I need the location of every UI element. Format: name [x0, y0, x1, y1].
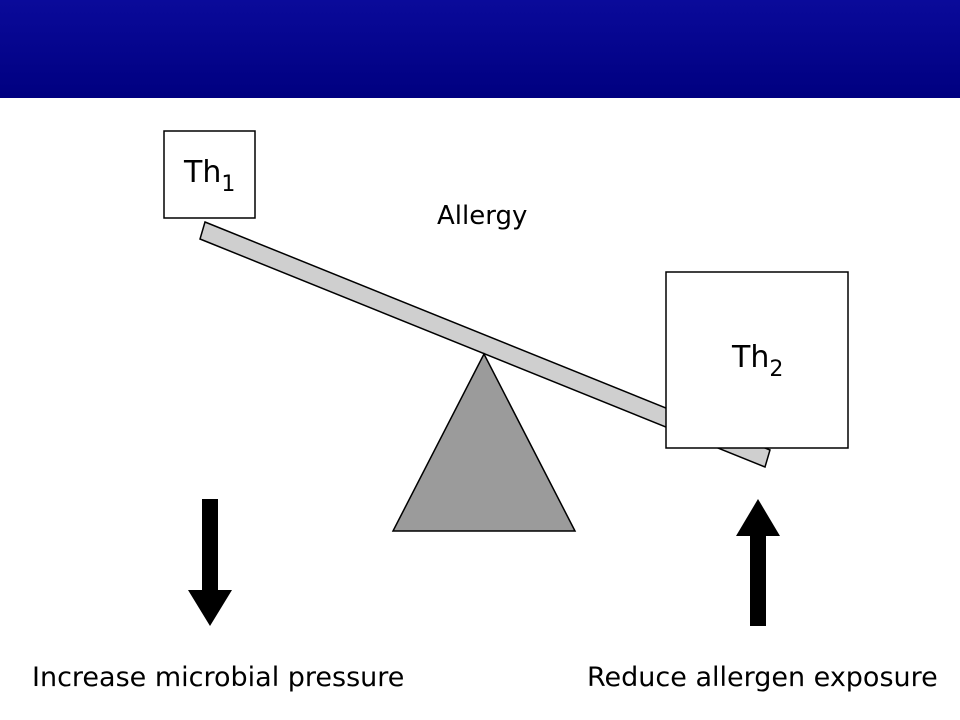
title-band	[0, 0, 960, 98]
th2-label: Th2	[731, 340, 783, 382]
th2-box	[665, 271, 849, 449]
up-arrow-icon	[736, 499, 780, 626]
reduce-allergen-exposure-label: Reduce allergen exposure	[587, 662, 938, 693]
th1-box	[163, 130, 256, 219]
allergy-label: Allergy	[437, 201, 527, 231]
increase-microbial-pressure-label: Increase microbial pressure	[32, 662, 404, 693]
balance-beam	[199, 220, 771, 469]
fulcrum-triangle	[391, 352, 577, 532]
down-arrow-icon	[188, 499, 232, 626]
th1-label: Th1	[183, 155, 235, 197]
